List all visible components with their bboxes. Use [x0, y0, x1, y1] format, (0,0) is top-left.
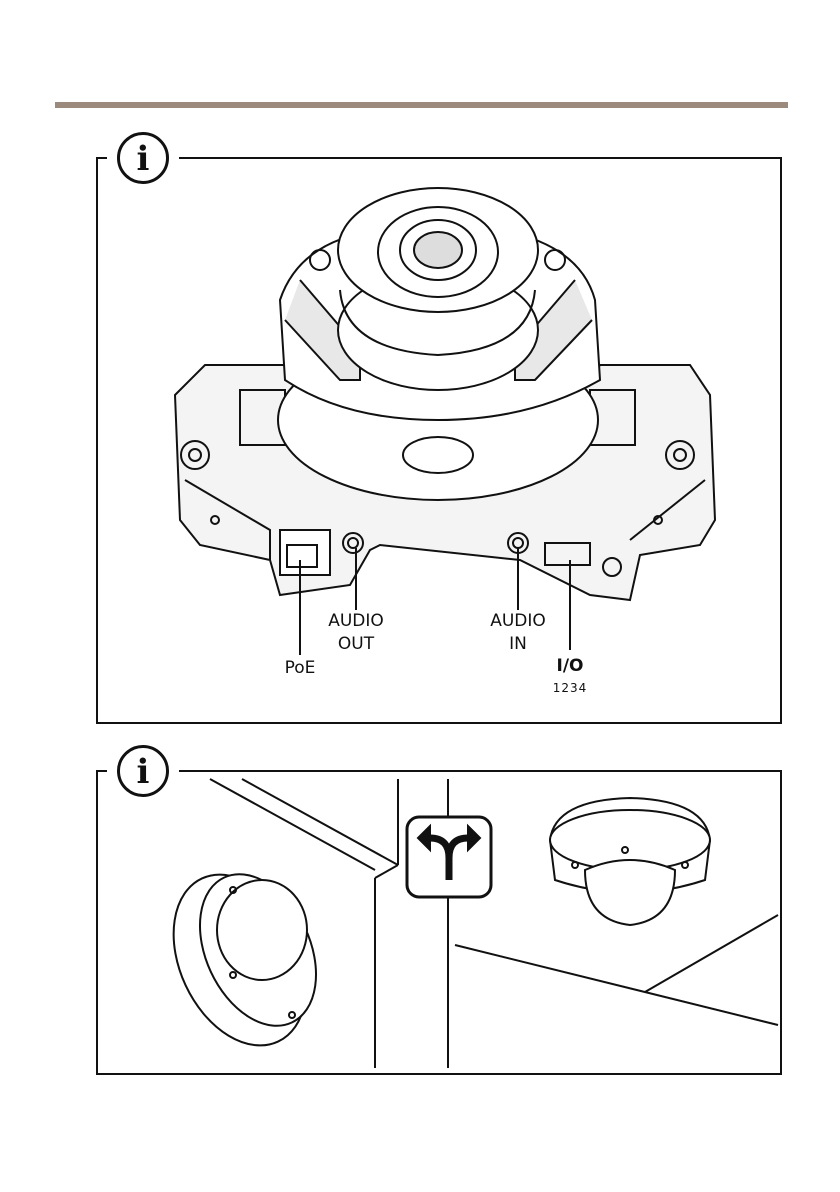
split-arrow-icon — [405, 815, 493, 899]
io-label: I/O — [556, 656, 584, 676]
info-glyph: i — [136, 752, 150, 792]
audio-out-label-1: AUDIO — [328, 611, 384, 631]
audio-in-label-1: AUDIO — [490, 611, 546, 631]
wall-mount-drawing — [172, 778, 399, 1068]
mounting-figure-box — [96, 770, 782, 1075]
audio-in-label-2: IN — [509, 634, 527, 654]
info-icon: i — [117, 132, 169, 184]
info-glyph: i — [136, 139, 150, 179]
audio-out-label-2: OUT — [337, 634, 375, 654]
ceiling-mount-drawing — [454, 796, 779, 1026]
io-pins-label: 1234 — [552, 681, 588, 695]
header-rule — [55, 102, 788, 108]
poe-label: PoE — [284, 658, 316, 678]
connectors-figure-box — [96, 157, 782, 724]
camera-connectors-drawing — [173, 187, 717, 655]
info-icon: i — [117, 745, 169, 797]
